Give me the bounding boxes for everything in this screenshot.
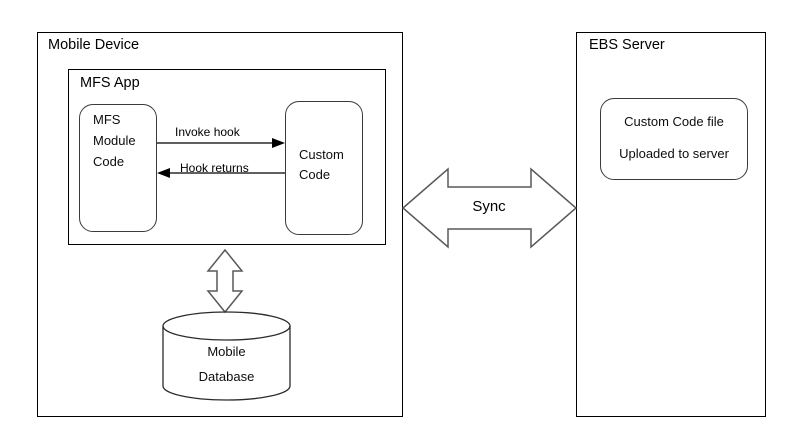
invoke-hook-label: Invoke hook bbox=[175, 125, 240, 139]
mfs-app-title: MFS App bbox=[80, 75, 140, 91]
mobile-database-line1: Mobile bbox=[207, 344, 246, 359]
custom-code-file-line1: Custom Code file bbox=[624, 114, 724, 129]
hook-returns-label: Hook returns bbox=[180, 161, 249, 175]
ebs-server-title: EBS Server bbox=[589, 37, 665, 53]
custom-code-line2: Code bbox=[299, 167, 331, 182]
ebs-server-container bbox=[576, 32, 766, 417]
mfs-module-code-line2: Module bbox=[93, 133, 136, 148]
mfs-app-container bbox=[68, 69, 386, 245]
custom-code-line1: Custom bbox=[299, 147, 344, 162]
mfs-module-code-line1: MFS bbox=[93, 112, 121, 127]
mfs-module-code-box bbox=[79, 104, 157, 232]
custom-code-box bbox=[285, 101, 363, 235]
mobile-device-title: Mobile Device bbox=[48, 37, 140, 53]
mfs-module-code-line3: Code bbox=[93, 154, 125, 169]
custom-code-file-line2: Uploaded to server bbox=[619, 146, 729, 161]
custom-code-file-box bbox=[600, 98, 748, 180]
sync-label: Sync bbox=[472, 198, 506, 215]
mobile-database-line2: Database bbox=[198, 369, 255, 384]
